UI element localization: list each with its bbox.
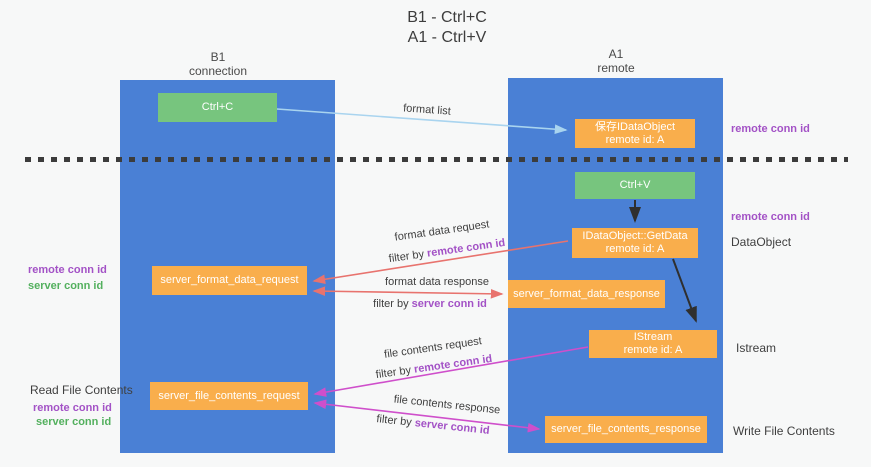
- filter-by-text-1: filter by: [388, 247, 428, 266]
- format-data-response-arrow: [312, 286, 504, 299]
- right-header-line-1: A1: [608, 47, 624, 61]
- left-server-conn-id-top-label: server conn id: [28, 280, 104, 292]
- file-contents-response-filter-label: filter by server conn id: [376, 413, 490, 437]
- right-remote-conn-id-mid-label: remote conn id: [731, 211, 810, 223]
- save-idataobject-line-1: 保存IDataObject: [594, 120, 676, 133]
- ctrl-v-box: Ctrl+V: [575, 172, 695, 199]
- server-file-contents-response-label: server_file_contents_response: [551, 423, 701, 435]
- server-file-contents-request-box: server_file_contents_request: [150, 382, 308, 410]
- server-file-contents-request-label: server_file_contents_request: [158, 389, 300, 402]
- server-conn-id-filter-1: server conn id: [411, 298, 487, 310]
- save-idataobject-line-2: remote id: A: [605, 133, 665, 146]
- istream-box: IStream remote id: A: [589, 330, 717, 358]
- idataobject-getdata-box: IDataObject::GetData remote id: A: [572, 228, 698, 258]
- filter-by-text-2: filter by: [373, 298, 412, 310]
- istream-side-label: Istream: [736, 341, 777, 355]
- format-data-response-label: format data response: [385, 276, 489, 288]
- ctrl-c-box: Ctrl+C: [158, 93, 277, 122]
- dashed-separator-line: [25, 157, 848, 162]
- istream-line-2: remote id: A: [623, 344, 683, 356]
- istream-line-1: IStream: [633, 331, 673, 343]
- server-format-data-request-box: server_format_data_request: [152, 266, 307, 295]
- getdata-line-1: IDataObject::GetData: [582, 230, 688, 242]
- server-format-data-request-label: server_format_data_request: [160, 274, 299, 286]
- remote-conn-id-filter-1: remote conn id: [426, 236, 506, 260]
- left-remote-conn-id-top-label: remote conn id: [28, 264, 107, 276]
- ctrl-v-label: Ctrl+V: [619, 179, 651, 191]
- server-format-data-response-box: server_format_data_response: [508, 280, 665, 308]
- ctrl-c-label: Ctrl+C: [201, 101, 234, 113]
- file-contents-response-label: file contents response: [393, 393, 501, 417]
- title-line-1: B1 - Ctrl+C: [407, 9, 487, 26]
- server-format-data-response-label: server_format_data_response: [513, 287, 660, 300]
- server-conn-id-filter-2: server conn id: [414, 417, 491, 437]
- left-column-header: B1 connection: [189, 50, 247, 78]
- right-header-line-2: remote: [597, 61, 635, 75]
- server-file-contents-response-box: server_file_contents_response: [545, 416, 707, 443]
- left-server-conn-id-bottom-label: server conn id: [36, 416, 112, 428]
- dataobject-label: DataObject: [731, 235, 792, 249]
- right-column-header: A1 remote: [597, 47, 634, 75]
- page-title: B1 - Ctrl+C A1 - Ctrl+V: [407, 8, 487, 48]
- title-line-2: A1 - Ctrl+V: [407, 29, 487, 46]
- left-header-line-1: B1: [210, 50, 226, 64]
- left-remote-conn-id-bottom-label: remote conn id: [33, 402, 112, 414]
- filter-by-text-3: filter by: [375, 363, 415, 382]
- getdata-line-2: remote id: A: [605, 243, 665, 255]
- read-file-contents-label: Read File Contents: [30, 383, 133, 397]
- right-remote-conn-id-top-label: remote conn id: [731, 123, 810, 135]
- save-idataobject-box: 保存IDataObject remote id: A: [575, 119, 695, 148]
- format-list-label: format list: [402, 102, 452, 118]
- remote-conn-id-filter-2: remote conn id: [413, 352, 493, 376]
- write-file-contents-label: Write File Contents: [733, 424, 835, 438]
- filter-by-text-4: filter by: [375, 413, 416, 430]
- left-header-line-2: connection: [188, 64, 248, 78]
- format-data-response-filter-label: filter by server conn id: [373, 298, 487, 310]
